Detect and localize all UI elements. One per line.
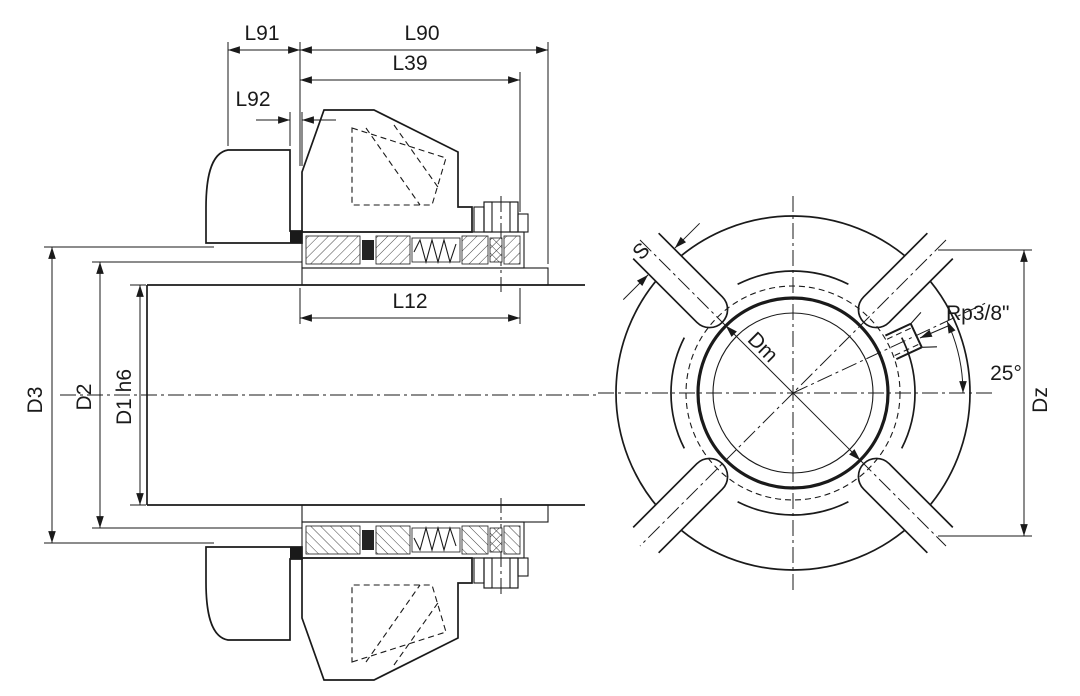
- extension-lines: [44, 246, 214, 544]
- s-arrow-inner: [674, 222, 701, 249]
- slot-outline: [632, 457, 729, 554]
- label-l90: L90: [404, 22, 439, 45]
- shaft-sleeve: [301, 267, 549, 286]
- seal-assembly-upper: [205, 109, 549, 292]
- extension-lines: [227, 42, 301, 166]
- spring-coil: [413, 237, 457, 265]
- fitting-cap-wall-left: [483, 201, 493, 233]
- rotary-ring: [305, 235, 361, 265]
- extension-lines: [938, 249, 1032, 537]
- extension-lines: [92, 261, 302, 529]
- angle-arc: [946, 320, 967, 394]
- spring-housing: [411, 237, 461, 263]
- gland-body: [301, 109, 473, 233]
- dim-d3: D3: [24, 246, 214, 544]
- dim-d1: D1 h6: [113, 284, 146, 506]
- end-ring: [503, 235, 521, 265]
- gland-step: [473, 206, 485, 233]
- dim-l12: L12: [299, 288, 521, 324]
- label-l12: L12: [392, 290, 427, 313]
- spring-hidden-lines: [365, 124, 441, 206]
- spring-cavity-hidden-outline: [351, 127, 447, 206]
- recess-arc-west: [670, 337, 686, 449]
- label-d1: D1 h6: [113, 369, 136, 425]
- label-dm: Dm: [743, 328, 782, 367]
- stationary-ring: [461, 235, 489, 265]
- seal-assembly-lower: [205, 497, 549, 681]
- label-angle: 25°: [990, 362, 1022, 385]
- dim-dz: Dz: [938, 249, 1052, 537]
- o-ring: [362, 240, 374, 260]
- port-thread-hidden: [886, 326, 921, 357]
- section-view: L91 L90 L39 L92 L12 D3: [24, 22, 600, 681]
- dim-l92: L92: [235, 88, 336, 166]
- dim-l90: L90: [300, 22, 549, 264]
- dim-rp: Rp3/8": [919, 302, 1010, 339]
- seat-ring: [375, 235, 411, 265]
- dim-angle: 25°: [792, 301, 1022, 394]
- angle-reference-line: [792, 301, 989, 394]
- label-l39: L39: [392, 52, 427, 75]
- label-rp: Rp3/8": [946, 302, 1010, 325]
- label-dz: Dz: [1029, 387, 1052, 413]
- fitting-cap-wall-right: [509, 201, 519, 233]
- rp-leader: [919, 325, 949, 339]
- label-l91: L91: [244, 22, 279, 45]
- dim-d2: D2: [73, 261, 302, 529]
- elastomer: [489, 237, 503, 263]
- inner-bore-circle: [712, 312, 874, 474]
- s-arrow-outer: [622, 274, 649, 301]
- dim-l39: L39: [300, 52, 521, 212]
- retainer-block: [517, 213, 529, 233]
- clamp-collar: [205, 149, 303, 244]
- dim-l91: L91: [227, 22, 301, 166]
- hidden-circle: [685, 285, 901, 501]
- gasket: [290, 231, 302, 243]
- label-d2: D2: [73, 384, 96, 411]
- port-flare: [910, 312, 937, 348]
- seal-bore-circle: [696, 296, 890, 490]
- label-d3: D3: [24, 387, 47, 414]
- label-l92: L92: [235, 88, 270, 111]
- centerline-diagonal-nw-se: [639, 239, 947, 547]
- front-view: Dm Rp3/8" 25° S Dz: [598, 196, 1052, 592]
- spring-cavity: [352, 128, 446, 205]
